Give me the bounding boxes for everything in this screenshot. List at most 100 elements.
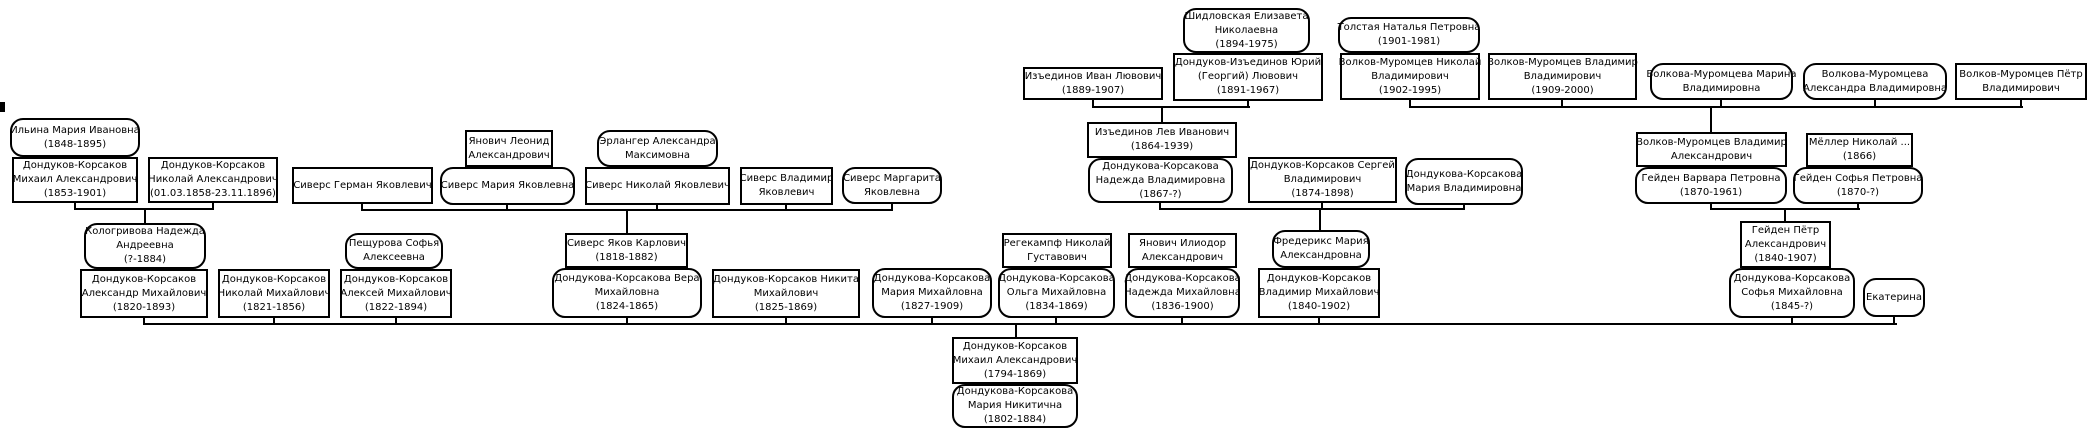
person-name-line: (1866) xyxy=(1842,151,1877,162)
connector-line xyxy=(361,202,363,211)
person-card-dondukov-izyedinov-yuri[interactable]: Дондуков-Изъединов Юрий(Георгий) Лювович… xyxy=(1173,53,1323,101)
person-name-line: Пещурова Софья xyxy=(348,238,440,249)
person-name-line: (1894-1975) xyxy=(1215,38,1278,50)
connector-line xyxy=(1784,208,1786,222)
person-card-geiden-varvara[interactable]: Гейден Варвара Петровна(1870-1961) xyxy=(1635,167,1787,204)
person-name-line: (1836-1900) xyxy=(1151,301,1214,312)
connector-line xyxy=(143,323,1897,325)
person-name-line: Александрович xyxy=(1744,238,1827,250)
person-name-line: Дондуков-Корсаков xyxy=(343,273,449,285)
connector-line xyxy=(1321,201,1323,210)
person-name-line: Дондукова-Корсакова xyxy=(1405,168,1523,180)
person-name-line: (1870-?) xyxy=(1836,186,1880,198)
person-card-izyedinov-ivan[interactable]: Изъединов Иван Лювович (1889-1907) xyxy=(1023,67,1163,100)
person-name-line: Александра Владимировна xyxy=(1802,82,1948,94)
person-name-line: Дондукова-Корсакова xyxy=(998,273,1115,284)
connector-line xyxy=(1092,99,1094,108)
person-name-line: Дондуков-Корсаков Сергей xyxy=(1250,160,1395,171)
connector-line xyxy=(1720,99,1722,108)
person-name-line: Александровна xyxy=(1280,250,1362,261)
person-name-line: Гейден Софья Петровна xyxy=(1793,172,1923,184)
connector-line xyxy=(1857,202,1859,210)
connector-line xyxy=(1561,99,1563,108)
connector-line xyxy=(656,202,658,211)
person-name-line: Фредерикс Мария xyxy=(1273,236,1369,247)
person-name-line: Николай Александрович xyxy=(148,174,278,185)
person-name-line: (1848-1895) xyxy=(43,138,107,150)
person-card-geiden-sofia-petrovna[interactable]: Гейден Софья Петровна (1870-?) xyxy=(1793,167,1923,204)
person-name-line: (1820-1893) xyxy=(112,301,176,313)
person-name-line: Мёллер Николай ... xyxy=(1808,137,1911,148)
person-name-line: (1889-1907) xyxy=(1061,84,1125,96)
person-card-sivers-nikolay[interactable]: Сиверс Николай Яковлевич xyxy=(585,167,730,205)
person-name-line: Кологривова Надежда xyxy=(85,226,205,237)
person-name-line: Янович Леонид xyxy=(468,135,550,147)
person-card-ilyina-maria[interactable]: Ильина Мария Ивановна(1848-1895) xyxy=(10,118,140,157)
person-name-line: Владимирович xyxy=(1982,82,2060,94)
person-name-line: (1818-1882) xyxy=(595,251,658,263)
edge-artifact xyxy=(0,102,5,112)
person-name-line: (?-1884) xyxy=(123,254,167,265)
person-name-line: Александрович xyxy=(1141,251,1224,263)
person-name-line: Дондуков-Корсаков Никита xyxy=(713,273,859,285)
person-name-line: Яковлевич xyxy=(758,187,815,198)
person-card-ekaterina[interactable]: Екатерина xyxy=(1863,278,1925,317)
person-name-line: Ольга Михайловна xyxy=(1006,287,1107,298)
person-name-line: (1864-1939) xyxy=(1130,141,1194,152)
person-name-line: (1821-1856) xyxy=(242,301,306,313)
connector-line xyxy=(1161,106,1163,123)
person-card-sivers-yakov[interactable]: Сиверс Яков Карлович(1818-1882) xyxy=(565,233,688,268)
connector-line xyxy=(1159,201,1161,210)
person-name-line: (1909-2000) xyxy=(1531,84,1594,96)
person-card-sivers-german[interactable]: Сиверс Герман Яковлевич xyxy=(292,167,433,204)
person-name-line: Александрович xyxy=(468,149,550,161)
person-name-line: Дондуков-Изъединов Юрий xyxy=(1174,57,1322,68)
person-name-line: Изъединов Иван Лювович xyxy=(1024,70,1162,82)
person-card-tolstaya-natalia[interactable]: Толстая Наталья Петровна(1901-1981) xyxy=(1338,17,1480,53)
person-name-line: (1827-1909) xyxy=(900,301,964,312)
person-card-izyedinov-lev[interactable]: Изъединов Лев Иванович(1864-1939) xyxy=(1087,122,1237,158)
person-name-line: (1822-1894) xyxy=(364,301,428,313)
person-name-line: Шидловская Елизавета xyxy=(1184,10,1309,22)
person-card-meller-nikolay[interactable]: Мёллер Николай ... (1866) xyxy=(1806,133,1913,167)
person-name-line: Михаил Александрович xyxy=(12,174,138,185)
person-name-line: Гейден Пётр xyxy=(1751,224,1820,236)
connector-line xyxy=(144,208,146,224)
person-card-sivers-maria[interactable]: Сиверс Мария Яковлевна xyxy=(440,167,575,205)
connector-line xyxy=(273,316,275,325)
